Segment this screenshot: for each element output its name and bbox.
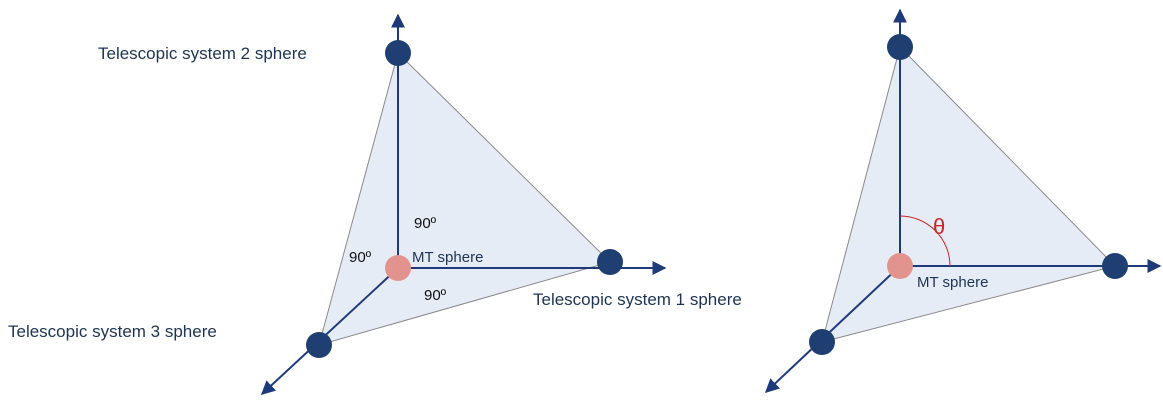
right-label-mt-sphere: MT sphere <box>917 274 988 291</box>
right-angle-arc <box>899 215 951 267</box>
right-angle-theta: θ <box>933 214 945 239</box>
left-label-system-1: Telescopic system 1 sphere <box>533 290 742 309</box>
left-node-mt <box>385 255 411 281</box>
right-diagram: θ MT sphere <box>764 8 1162 393</box>
left-angle-top: 90º <box>414 215 437 232</box>
left-label-system-3: Telescopic system 3 sphere <box>8 322 217 341</box>
left-angle-left: 90º <box>349 249 372 266</box>
right-node-right <box>1102 253 1128 279</box>
left-angle-bottom: 90º <box>424 287 447 304</box>
left-diagram: Telescopic system 2 sphere Telescopic sy… <box>8 13 742 395</box>
left-axis-diagonal <box>260 267 399 395</box>
left-label-system-2: Telescopic system 2 sphere <box>98 44 307 63</box>
right-node-top <box>887 34 913 60</box>
left-node-system-3 <box>306 332 332 358</box>
right-node-mt <box>887 253 913 279</box>
right-axis-diagonal <box>764 265 901 393</box>
left-node-system-2 <box>385 40 411 66</box>
left-node-system-1 <box>597 249 623 275</box>
right-node-bottom-left <box>809 329 835 355</box>
left-label-mt-sphere: MT sphere <box>412 249 483 266</box>
